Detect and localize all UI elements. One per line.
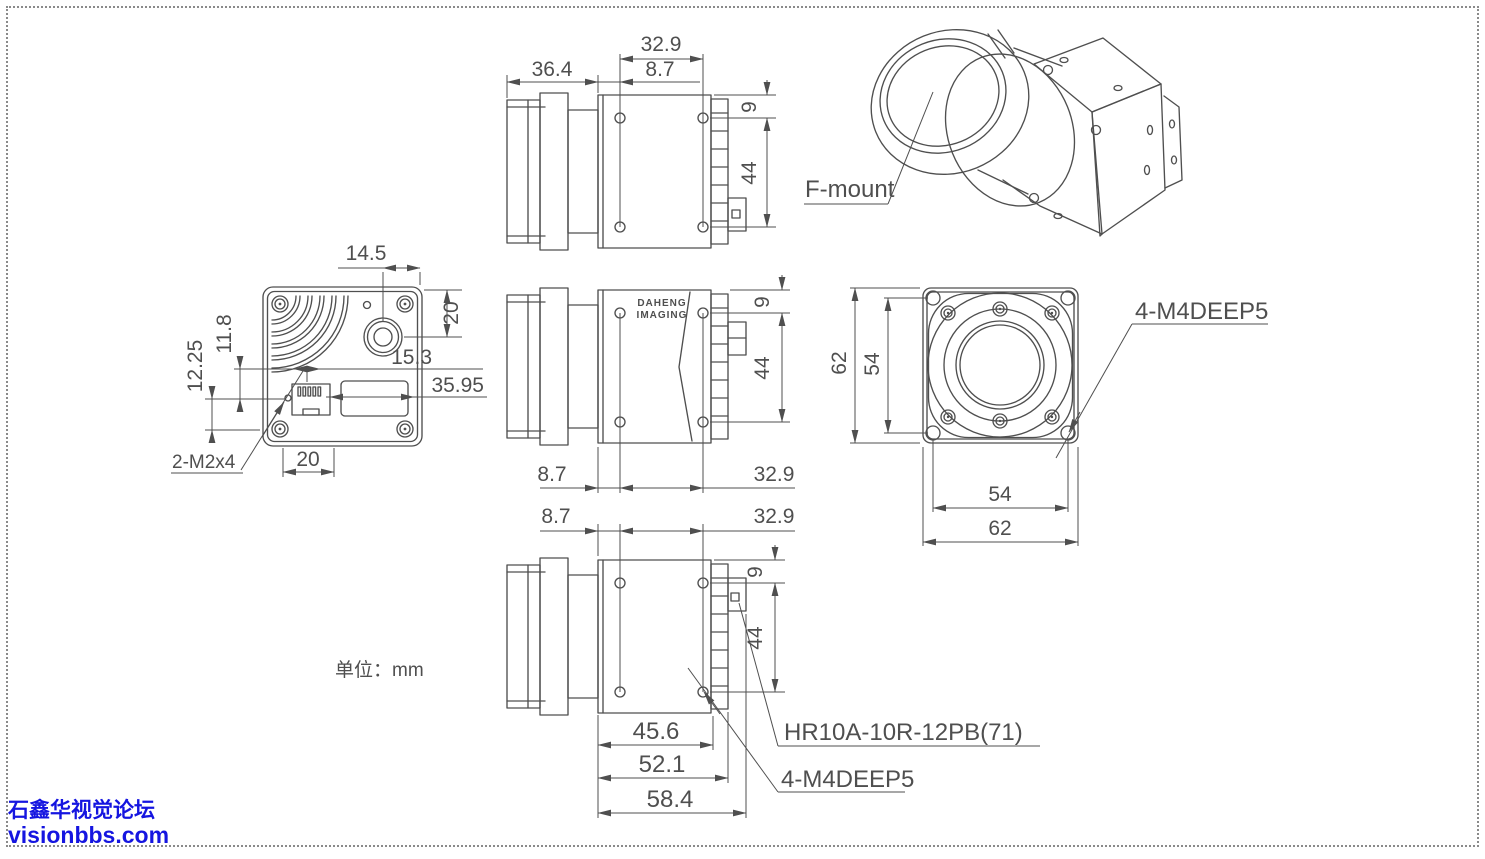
connector-label: HR10A-10R-12PB(71) [784,719,1023,746]
dim-rear-15-3: 15.3 [391,346,432,369]
dim-bot-52-1: 52.1 [639,751,686,778]
rear-corner-screws [271,295,414,438]
dim-rear-14-5: 14.5 [346,242,387,265]
watermark-forum-name: 石鑫华视觉论坛 [8,799,155,822]
dim-top-36-4: 36.4 [532,58,573,81]
fmount-label: F-mount [805,176,895,203]
iso-view: F-mount [804,28,1183,237]
top-side-view: 36.4 32.9 8.7 9 44 [506,33,776,251]
rear-heatsink-fins [271,295,349,373]
dim-rear-35-95: 35.95 [431,374,484,397]
dim-bot-8-7: 8.7 [541,505,570,528]
dim-top-8-7: 8.7 [645,58,674,81]
dim-front-54-bottom: 54 [988,483,1012,506]
daheng-logo-line1: DAHENG [637,298,686,309]
daheng-logo-line2: IMAGING [637,310,688,321]
front-view: 62 54 54 62 4-M4DEEP5 [828,287,1268,546]
front-flange-screws [940,301,1060,429]
bottom-screw-label: 4-M4DEEP5 [781,766,914,793]
dim-bot-32-9: 32.9 [754,505,795,528]
dim-front-62-bottom: 62 [988,517,1011,540]
dim-bot-58-4: 58.4 [647,786,694,813]
dim-mid-32-9: 32.9 [754,463,795,486]
dim-mid-8-7: 8.7 [537,463,566,486]
unit-note: 单位：mm [335,659,424,681]
dim-bot-9: 9 [744,566,767,578]
rear-pilot-hole [362,300,372,310]
middle-side-view: DAHENG IMAGING 9 44 8.7 32.9 [506,275,795,493]
dim-rear-12-25: 12.25 [184,340,207,393]
watermark: 石鑫华视觉论坛 visionbbs.com [8,799,169,848]
dim-bot-45-6: 45.6 [633,718,680,745]
dim-rear-20-right: 20 [440,301,463,324]
dim-front-54-left: 54 [861,352,884,376]
dim-front-62-left: 62 [828,351,851,374]
watermark-site-url: visionbbs.com [8,821,170,848]
rear-view: 14.5 20 11.8 12.25 15.3 35.95 20 2-M2x4 [171,242,487,477]
dim-bot-44: 44 [744,626,767,650]
rear-screw-label: 2-M2x4 [172,452,236,473]
dim-rear-11-8: 11.8 [213,314,236,353]
dim-mid-9: 9 [751,296,774,308]
dim-top-9: 9 [738,101,761,113]
bottom-side-view: 8.7 32.9 9 44 45.6 52.1 58.4 HR10A-10R-1… [506,505,1040,818]
front-screw-label: 4-M4DEEP5 [1135,298,1268,325]
dim-top-32-9: 32.9 [641,33,682,56]
dim-rear-20-bottom: 20 [296,448,319,471]
rear-ethernet-port [291,383,331,416]
dim-mid-44: 44 [751,356,774,380]
rear-label-plate [340,380,409,417]
dim-top-44: 44 [738,161,761,185]
